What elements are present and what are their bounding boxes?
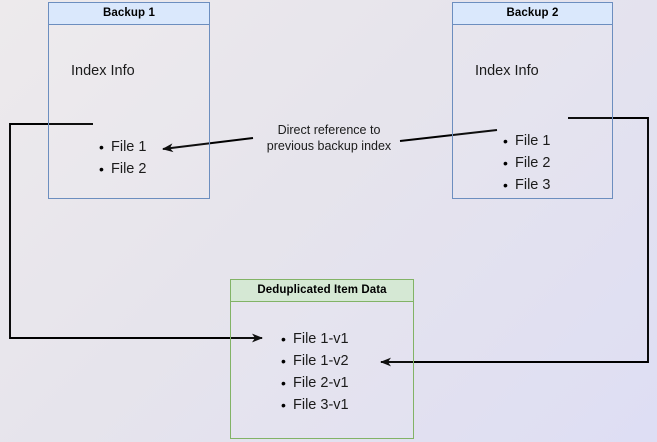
backup-2-index-label: Index Info xyxy=(475,63,539,79)
backup-2-header: Backup 2 xyxy=(453,3,612,25)
list-item: File 2-v1 xyxy=(281,372,349,394)
direct-reference-annotation: Direct reference to previous backup inde… xyxy=(249,122,409,154)
list-item: File 1-v1 xyxy=(281,328,349,350)
backup-2-file-list: File 1 File 2 File 3 xyxy=(501,130,551,196)
list-item: File 1 xyxy=(99,136,147,158)
list-item: File 2 xyxy=(99,158,147,180)
backup-1-file-list: File 1 File 2 xyxy=(97,136,147,180)
list-item: File 1 xyxy=(503,130,551,152)
backup-1-index-label: Index Info xyxy=(71,63,135,79)
backup-1-header: Backup 1 xyxy=(49,3,209,25)
deduplicated-item-data-box[interactable]: Deduplicated Item Data File 1-v1 File 1-… xyxy=(230,279,414,439)
annotation-line-2: previous backup index xyxy=(266,139,392,153)
backup-2-body: Index Info File 1 File 2 File 3 xyxy=(453,25,612,198)
list-item: File 1-v2 xyxy=(281,350,349,372)
deduplicated-item-data-header: Deduplicated Item Data xyxy=(231,280,413,302)
dedup-item-list: File 1-v1 File 1-v2 File 2-v1 File 3-v1 xyxy=(279,328,349,416)
list-item: File 3 xyxy=(503,174,551,196)
backup-2-box[interactable]: Backup 2 Index Info File 1 File 2 File 3 xyxy=(452,2,613,199)
deduplicated-item-data-body: File 1-v1 File 1-v2 File 2-v1 File 3-v1 xyxy=(231,302,413,438)
backup-1-box[interactable]: Backup 1 Index Info File 1 File 2 xyxy=(48,2,210,199)
backup-1-body: Index Info File 1 File 2 xyxy=(49,25,209,198)
list-item: File 3-v1 xyxy=(281,394,349,416)
list-item: File 2 xyxy=(503,152,551,174)
annotation-line-1: Direct reference to xyxy=(277,123,381,137)
